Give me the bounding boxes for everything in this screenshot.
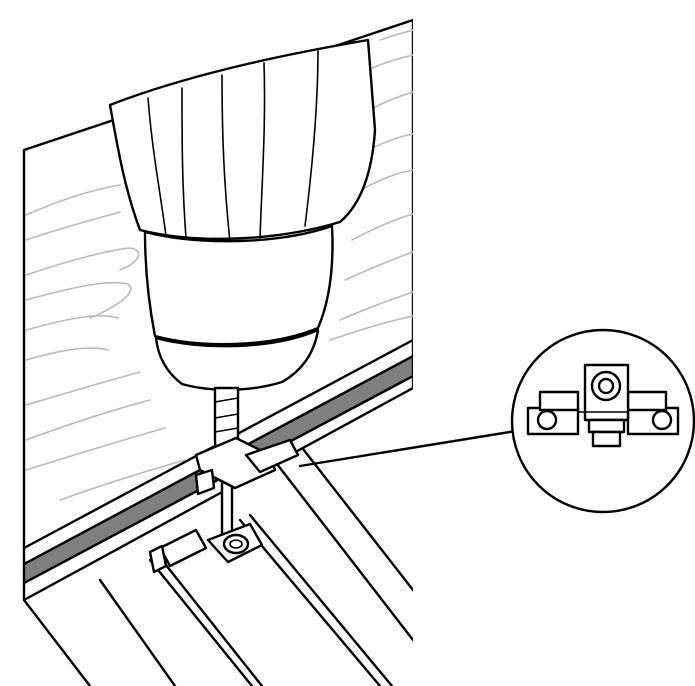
drill-icon bbox=[108, 38, 377, 391]
magnifier-callout-icon bbox=[510, 328, 695, 514]
callout-leader bbox=[298, 428, 524, 468]
wood-grain bbox=[25, 29, 413, 501]
deck-scene bbox=[22, 18, 413, 686]
joist-lines bbox=[22, 438, 413, 686]
deck-clip-icon bbox=[148, 436, 300, 574]
